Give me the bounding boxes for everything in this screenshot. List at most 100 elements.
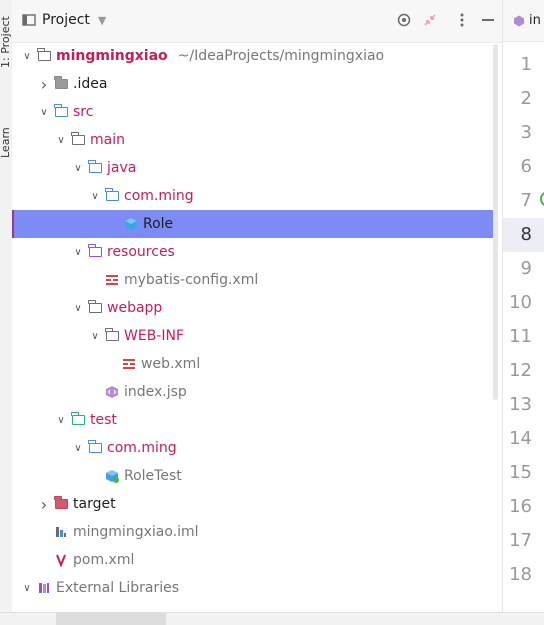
tree-row[interactable]: ∨ com.ming <box>12 182 502 210</box>
tree-row[interactable]: ∨ com.ming <box>12 434 502 462</box>
line-number: 15 <box>509 462 532 483</box>
jsp-file-icon <box>104 384 120 400</box>
test-class-icon <box>104 468 120 484</box>
expand-chevron-icon[interactable]: ∨ <box>74 162 82 174</box>
line-number: 6 <box>520 156 532 177</box>
line-number: 17 <box>509 530 532 551</box>
folder-icon <box>104 188 120 204</box>
expand-chevron-icon[interactable]: ∨ <box>91 330 99 342</box>
expand-chevron-icon[interactable]: ∨ <box>74 246 82 258</box>
resources-folder-icon <box>87 244 103 260</box>
module-file-icon <box>53 524 69 540</box>
tree-row[interactable]: pom.xml <box>12 546 502 574</box>
tree-row[interactable]: › target <box>12 490 502 518</box>
tree-item-label: pom.xml <box>73 552 135 568</box>
line-number: 12 <box>509 360 532 381</box>
more-options-icon[interactable] <box>454 12 470 28</box>
tree-row[interactable]: ∨ src <box>12 98 502 126</box>
folder-icon <box>70 132 86 148</box>
project-view-icon <box>22 14 36 26</box>
tree-row[interactable]: ∨ java <box>12 154 502 182</box>
java-class-icon <box>123 216 139 232</box>
tree-row[interactable]: Role <box>12 210 494 238</box>
folder-icon <box>104 328 120 344</box>
tree-item-path-hint: ~/IdeaProjects/mingmingxiao <box>177 48 385 64</box>
expand-chevron-icon[interactable]: ∨ <box>57 134 65 146</box>
line-number: 8 <box>503 218 544 252</box>
folder-icon <box>87 440 103 456</box>
expand-chevron-icon[interactable]: ∨ <box>23 582 31 594</box>
project-view-title: Project <box>42 12 90 28</box>
expand-chevron-icon[interactable]: ∨ <box>40 106 48 118</box>
expand-chevron-icon[interactable]: ∨ <box>74 302 82 314</box>
tree-item-label: RoleTest <box>124 468 182 484</box>
project-view-selector[interactable]: Project ▼ <box>22 12 106 28</box>
line-number: 13 <box>509 394 532 415</box>
tree-item-label: target <box>73 496 116 512</box>
tree-item-label: mingmingxiao <box>56 48 168 64</box>
locate-icon[interactable] <box>396 12 412 28</box>
tree-row[interactable]: index.jsp <box>12 378 502 406</box>
minimize-icon[interactable] <box>480 12 496 28</box>
folder-icon <box>53 496 69 512</box>
tree-item-label: resources <box>107 244 175 260</box>
tree-item-label: web.xml <box>141 356 201 372</box>
tree-item-label: com.ming <box>124 188 194 204</box>
chevron-down-icon: ▼ <box>97 13 107 27</box>
tree-item-label: src <box>73 104 94 120</box>
line-number: 10 <box>509 292 532 313</box>
line-number: 1 <box>520 54 532 75</box>
folder-icon <box>87 160 103 176</box>
tree-row[interactable]: RoleTest <box>12 462 502 490</box>
project-tool-tab[interactable]: 1: Project <box>0 16 12 68</box>
bottom-tool-tab[interactable] <box>56 613 166 625</box>
line-number: 14 <box>509 428 532 449</box>
libraries-icon <box>36 580 52 596</box>
folder-icon <box>53 104 69 120</box>
collapsed-chevron-icon[interactable]: › <box>40 494 48 514</box>
tree-row[interactable]: mingmingxiao.iml <box>12 518 502 546</box>
xml-file-icon <box>121 356 137 372</box>
line-number: 16 <box>509 496 532 517</box>
tree-item-label: com.ming <box>107 440 177 456</box>
bottom-tool-bar <box>0 612 544 625</box>
tree-row[interactable]: ∨ main <box>12 126 502 154</box>
tree-item-label: WEB-INF <box>124 328 184 344</box>
editor-tab[interactable]: in <box>503 0 544 42</box>
xml-file-icon <box>104 272 120 288</box>
tree-item-label: mingmingxiao.iml <box>73 524 199 540</box>
tree-row[interactable]: ∨ External Libraries <box>12 574 502 602</box>
collapsed-chevron-icon[interactable]: › <box>40 74 48 94</box>
tree-item-label: webapp <box>107 300 163 316</box>
test-folder-icon <box>70 412 86 428</box>
expand-chevron-icon[interactable]: ∨ <box>57 414 65 426</box>
project-panel: Project ▼ ∨ mingmingxiao ~/IdeaProjects/mi… <box>12 0 502 612</box>
expand-chevron-icon[interactable]: ∨ <box>74 442 82 454</box>
expand-chevron-icon[interactable]: ∨ <box>91 190 99 202</box>
line-number: 9 <box>520 258 532 279</box>
project-toolbar: Project ▼ <box>12 0 502 43</box>
folder-icon <box>53 76 69 92</box>
tree-row[interactable]: ∨ mingmingxiao ~/IdeaProjects/mingmingxiao <box>12 42 502 70</box>
tree-row[interactable]: web.xml <box>12 350 502 378</box>
editor-tab-label: in <box>529 13 541 28</box>
tree-item-label: test <box>90 412 117 428</box>
expand-chevron-icon[interactable]: ∨ <box>23 50 31 62</box>
tree-row[interactable]: ›.idea <box>12 70 502 98</box>
tree-item-label: java <box>107 160 137 176</box>
line-number: 18 <box>509 564 532 585</box>
tree-row[interactable]: mybatis-config.xml <box>12 266 502 294</box>
tree-item-label: External Libraries <box>56 580 179 596</box>
tree-item-label: main <box>90 132 125 148</box>
tree-item-label: index.jsp <box>124 384 187 400</box>
collapse-all-icon[interactable] <box>422 12 438 28</box>
tree-row[interactable]: ∨ resources <box>12 238 502 266</box>
tree-row[interactable]: ∨ webapp <box>12 294 502 322</box>
tree-row[interactable]: ∨ WEB-INF <box>12 322 502 350</box>
vertical-scrollbar[interactable] <box>493 44 498 400</box>
learn-tool-tab[interactable]: Learn <box>0 127 12 158</box>
tree-item-label: mybatis-config.xml <box>124 272 259 288</box>
tree-row[interactable]: ∨ test <box>12 406 502 434</box>
